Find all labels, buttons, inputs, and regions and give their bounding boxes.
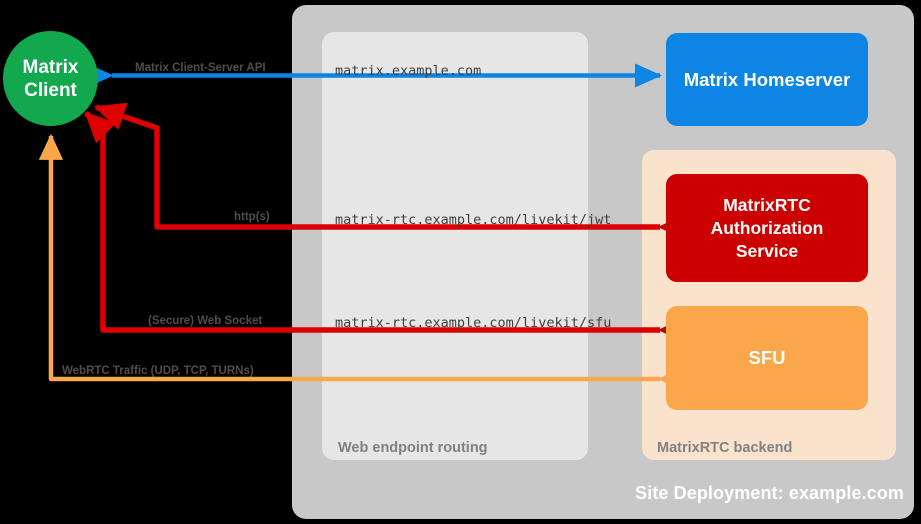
matrixrtc-auth-label-line2: Authorization [710, 217, 824, 238]
endpoint-label-livekit-sfu: matrix-rtc.example.com/livekit/sfu [335, 315, 612, 331]
sfu-label: SFU [748, 347, 786, 368]
connector-label-secure-web-socket: (Secure) Web Socket [148, 315, 263, 327]
node-matrix-client[interactable]: Matrix Client [3, 31, 98, 126]
site-deployment-caption: Site Deployment: example.com [635, 483, 904, 503]
matrixrtc-auth-label-line3: Service [735, 240, 799, 261]
node-matrixrtc-authorization-service[interactable]: MatrixRTC Authorization Service [666, 174, 868, 282]
matrix-client-label-line2: Client [24, 79, 77, 101]
endpoint-label-livekit-jwt: matrix-rtc.example.com/livekit/jwt [335, 212, 612, 228]
endpoint-label-matrix-example-com: matrix.example.com [335, 63, 482, 79]
connector-label-webrtc-traffic: WebRTC Traffic (UDP, TCP, TURNs) [62, 365, 254, 377]
matrix-homeserver-label: Matrix Homeserver [683, 68, 851, 90]
matrixrtc-backend-caption: MatrixRTC backend [657, 440, 793, 456]
web-endpoint-routing-container [322, 32, 588, 460]
node-sfu[interactable]: SFU [666, 306, 868, 410]
web-endpoint-routing-caption: Web endpoint routing [338, 440, 488, 456]
matrixrtc-auth-label-line1: MatrixRTC [723, 194, 811, 215]
connector-label-matrix-client-server-api: Matrix Client-Server API [135, 62, 266, 74]
connector-label-https: http(s) [234, 211, 270, 223]
matrix-client-label-line1: Matrix [22, 56, 79, 78]
node-matrix-homeserver[interactable]: Matrix Homeserver [666, 33, 868, 126]
